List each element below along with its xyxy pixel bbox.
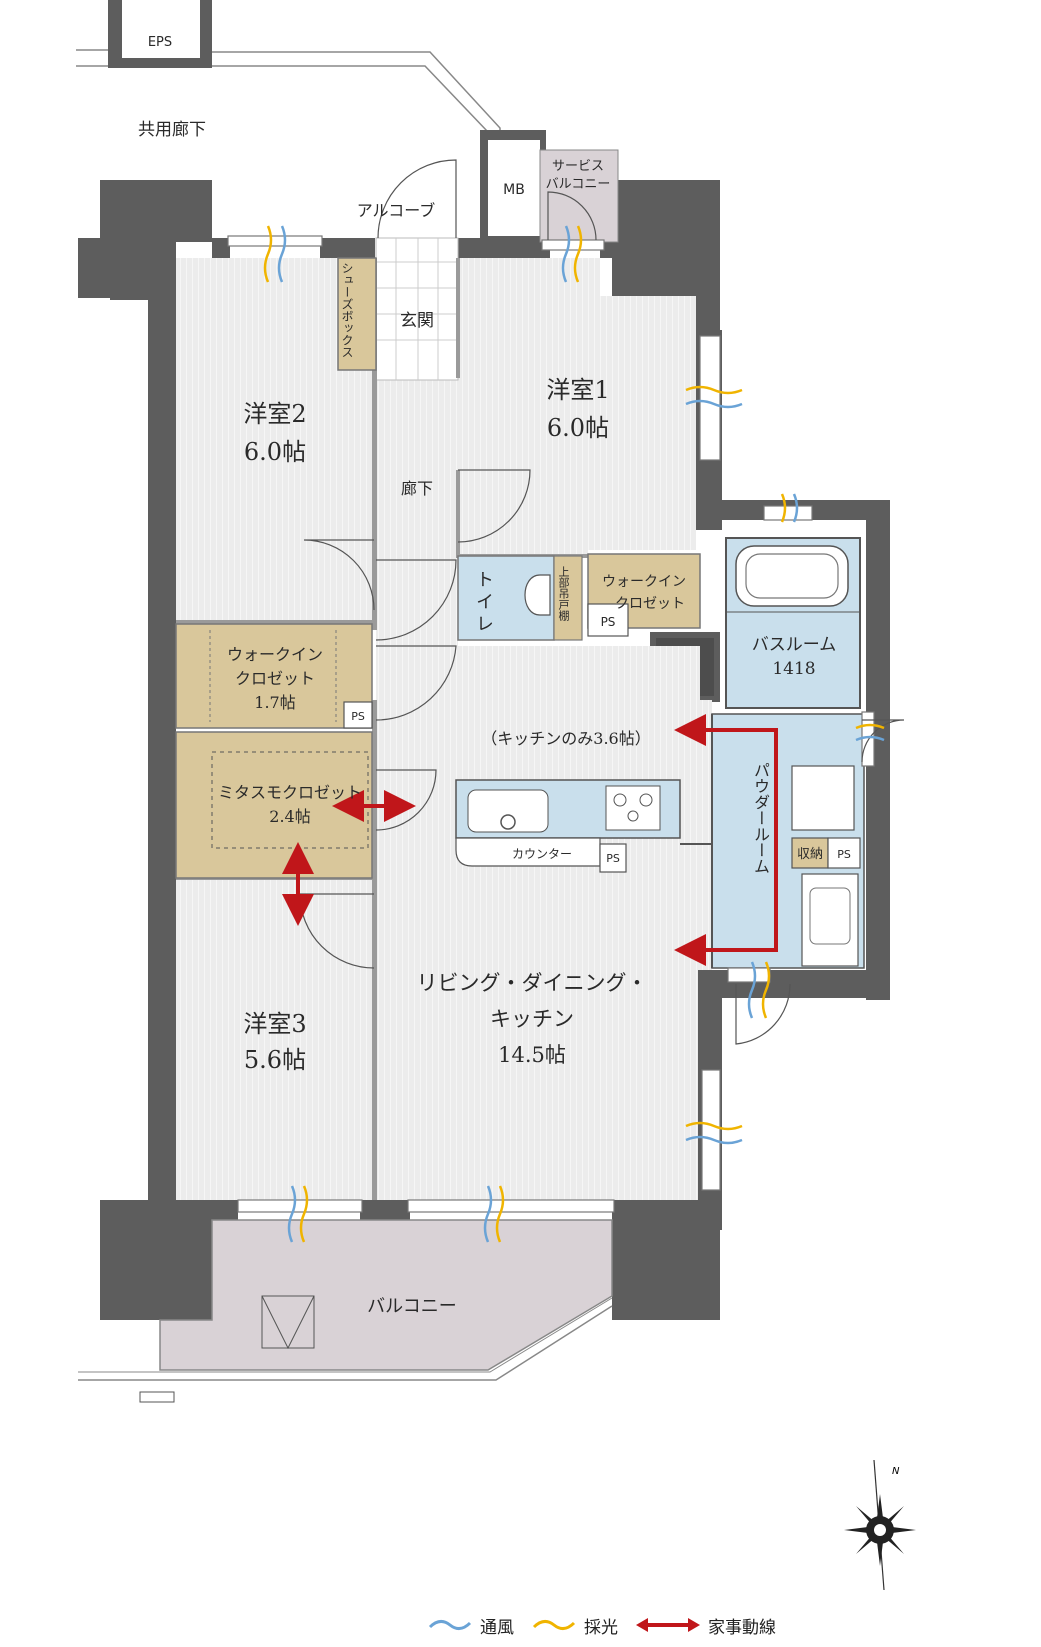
- bathroom-size: 1418: [772, 659, 815, 679]
- eps-label: EPS: [148, 35, 172, 50]
- ldk-floor: [376, 640, 712, 1200]
- mitasmo-name: ミタスモクロゼット: [218, 783, 362, 802]
- entrance-floor: [375, 237, 459, 381]
- symbol-powder: [855, 723, 885, 742]
- shoe-box-label: シューズボックス: [340, 262, 354, 358]
- legend-housework-label: 家事動線: [708, 1617, 776, 1638]
- symbol-top-western2: [263, 225, 287, 283]
- ps-kitchen: PS: [606, 852, 620, 865]
- mb-label: MB: [503, 182, 525, 198]
- powder-room-label: パウダールーム: [751, 762, 770, 874]
- wic2-label-2: クロゼット: [235, 669, 315, 688]
- counter-label: カウンター: [512, 847, 572, 861]
- housework-arrows: [282, 714, 778, 966]
- double-arrow-icon: [636, 1618, 700, 1632]
- legend-daylight: 採光: [532, 1613, 618, 1638]
- legend-housework: 家事動線: [636, 1613, 776, 1638]
- wic2-size: 1.7帖: [254, 693, 295, 712]
- western2-size: 6.0帖: [244, 438, 306, 466]
- legend-ventilation: 通風: [428, 1613, 514, 1638]
- mitasmo-closet: [175, 731, 373, 879]
- symbol-western3: [287, 1185, 309, 1243]
- wic2: [175, 623, 373, 729]
- daylight-wave-icon: [532, 1620, 576, 1630]
- compass-north: N: [892, 1466, 900, 1477]
- hallway-label: 廊下: [401, 479, 433, 498]
- western1-size: 6.0帖: [547, 414, 609, 442]
- outer-walls: [78, 130, 890, 1320]
- powder-room: [711, 713, 865, 969]
- symbol-bath: [780, 493, 799, 523]
- ps-powder: PS: [837, 848, 851, 861]
- compass: N: [844, 1459, 916, 1591]
- toilet-room: [457, 555, 583, 641]
- upper-shelf-label: 上部吊戸棚: [557, 566, 570, 621]
- symbol-western1: [685, 385, 743, 409]
- ldk-name-1: リビング・ダイニング・: [417, 971, 648, 995]
- legend-daylight-label: 採光: [584, 1617, 618, 1638]
- wic2-label-1: ウォークイン: [227, 645, 323, 664]
- symbol-top-service: [561, 225, 583, 283]
- western2-name: 洋室2: [243, 400, 306, 428]
- wic1-label-2: クロゼット: [615, 596, 685, 612]
- bathroom-name: バスルーム: [752, 635, 837, 655]
- shoe-box: [337, 257, 377, 371]
- wic1: [587, 553, 701, 637]
- western1-floor: [458, 258, 696, 556]
- symbol-ldk-right: [685, 1121, 743, 1145]
- ldk-name-2: キッチン: [490, 1007, 574, 1031]
- ventilation-wave-icon: [428, 1620, 472, 1630]
- service-balcony-label-2: バルコニー: [546, 177, 611, 192]
- room-labels: MB サービス バルコニー アルコーブ 玄関 洋室2 6.0帖 洋室1 6.0帖…: [218, 159, 851, 1317]
- western1-name: 洋室1: [546, 376, 609, 404]
- kitchen-counter: [455, 779, 712, 873]
- western3-name: 洋室3: [243, 1010, 306, 1038]
- ps-wic2: PS: [351, 710, 365, 723]
- legend: 通風 採光 家事動線: [428, 1610, 776, 1640]
- symbol-ldk-bottom: [483, 1185, 505, 1243]
- symbol-ldk-side: [747, 961, 771, 1019]
- balcony: [78, 1219, 613, 1403]
- bathroom: [725, 537, 861, 709]
- toilet-label: トイレ: [473, 570, 494, 636]
- entrance-label: 玄関: [400, 311, 434, 331]
- ps-wic1: PS: [601, 615, 616, 629]
- windows: [227, 235, 875, 1213]
- storage-label: 収納: [797, 847, 823, 862]
- service-balcony-label-1: サービス: [552, 159, 604, 174]
- legend-ventilation-label: 通風: [480, 1617, 514, 1638]
- doors: [299, 159, 905, 1045]
- common-corridor-label: 共用廊下: [138, 120, 206, 140]
- western3-size: 5.6帖: [244, 1046, 306, 1074]
- eps-box: EPS: [108, 0, 212, 68]
- kitchen-only-label: （キッチンのみ3.6帖）: [481, 729, 650, 748]
- entrance-tiles: [376, 238, 458, 380]
- western3-floor: [176, 880, 374, 1200]
- alcove-label: アルコーブ: [357, 201, 436, 220]
- ldk-size: 14.5帖: [498, 1043, 566, 1067]
- wic1-label-1: ウォークイン: [602, 574, 686, 590]
- balcony-label: バルコニー: [367, 1296, 457, 1317]
- air-light-symbols: [263, 225, 885, 1243]
- mitasmo-size: 2.4帖: [269, 807, 310, 826]
- compass-star-icon: [844, 1494, 916, 1566]
